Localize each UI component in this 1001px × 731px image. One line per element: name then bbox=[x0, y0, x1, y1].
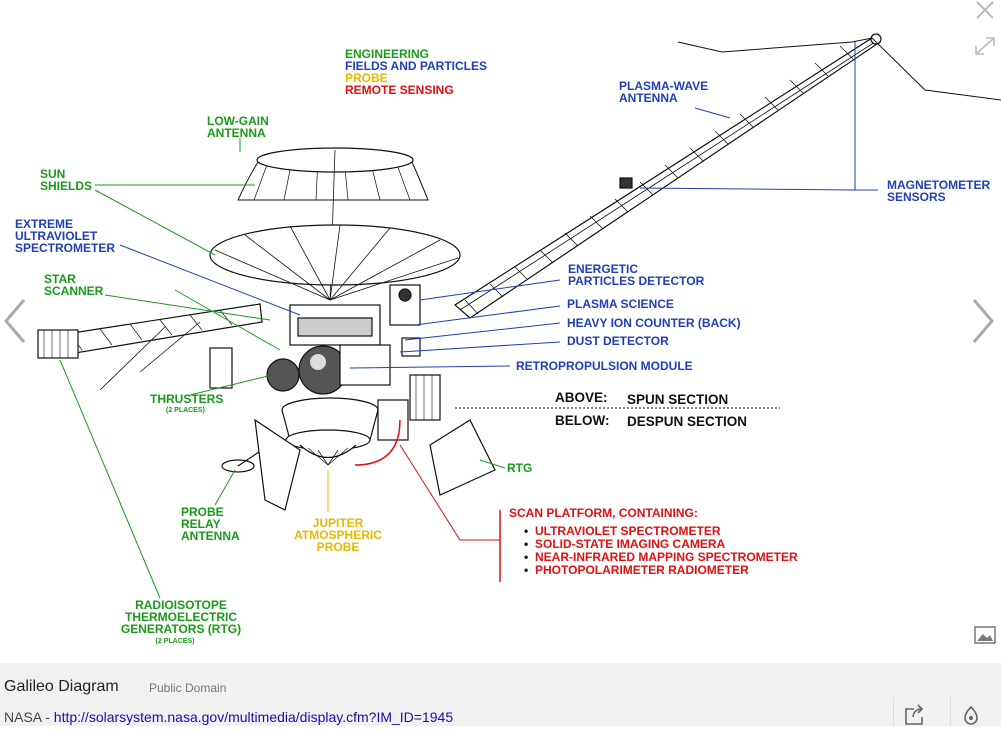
label-sun-shields-2: SHIELDS bbox=[40, 179, 92, 193]
label-scan-platform: SCAN PLATFORM, CONTAINING: bbox=[509, 506, 698, 520]
label-heavy-ion-counter: HEAVY ION COUNTER (BACK) bbox=[567, 316, 741, 330]
scan-bullet: • bbox=[524, 537, 528, 551]
label-magnetometer-2: SENSORS bbox=[887, 190, 946, 204]
label-star-scanner-1: STAR bbox=[44, 272, 76, 286]
label-low-gain-antenna-2: ANTENNA bbox=[207, 126, 266, 140]
label-thrusters-note: (2 PLACES) bbox=[166, 407, 205, 414]
scan-item: NEAR-INFRARED MAPPING SPECTROMETER bbox=[535, 550, 798, 564]
scan-bullet: • bbox=[524, 524, 528, 538]
scan-item: PHOTOPOLARIMETER RADIOMETER bbox=[535, 563, 749, 577]
label-euv-3: SPECTROMETER bbox=[15, 241, 115, 255]
scan-bullet: • bbox=[524, 550, 528, 564]
chevron-left-icon bbox=[4, 299, 26, 343]
scan-item: SOLID-STATE IMAGING CAMERA bbox=[535, 537, 726, 551]
view-image-button[interactable] bbox=[972, 624, 998, 646]
label-magnetometer-1: MAGNETOMETER bbox=[887, 178, 990, 192]
save-icon bbox=[964, 705, 978, 725]
leader-lines bbox=[59, 42, 878, 599]
diagram-labels: ENGINEERING FIELDS AND PARTICLES PROBE R… bbox=[15, 47, 990, 645]
scan-bullet: • bbox=[524, 563, 528, 577]
image-caption-panel: Galileo Diagram Public Domain NASA - htt… bbox=[0, 663, 1001, 726]
label-retropropulsion: RETROPROPULSION MODULE bbox=[516, 359, 693, 373]
label-sun-shields-1: SUN bbox=[40, 167, 65, 181]
label-plasma-wave-2: ANTENNA bbox=[619, 91, 678, 105]
label-rtg-note: (2 PLACES) bbox=[156, 638, 195, 645]
image-viewer: ENGINEERING FIELDS AND PARTICLES PROBE R… bbox=[0, 0, 1001, 646]
caption-source-link[interactable]: http://solarsystem.nasa.gov/multimedia/d… bbox=[53, 709, 454, 725]
label-probe-relay-3: ANTENNA bbox=[181, 529, 240, 543]
save-button[interactable] bbox=[950, 697, 991, 726]
galileo-diagram: ENGINEERING FIELDS AND PARTICLES PROBE R… bbox=[15, 33, 1001, 645]
label-dust-detector: DUST DETECTOR bbox=[567, 334, 669, 348]
label-above: ABOVE: bbox=[555, 390, 608, 405]
label-below: BELOW: bbox=[555, 413, 610, 428]
label-jupiter-probe-3: PROBE bbox=[317, 540, 360, 554]
legend-remote-sensing: REMOTE SENSING bbox=[345, 83, 454, 97]
close-icon bbox=[976, 1, 994, 19]
legend-engineering: ENGINEERING bbox=[345, 47, 429, 61]
label-low-gain-antenna-1: LOW-GAIN bbox=[207, 114, 269, 128]
label-probe-relay-1: PROBE bbox=[181, 505, 224, 519]
caption-source-prefix: NASA - bbox=[4, 709, 54, 725]
caption-title: Galileo Diagram bbox=[4, 678, 119, 695]
caption-license: Public Domain bbox=[149, 681, 227, 695]
share-icon bbox=[905, 704, 924, 725]
label-jupiter-probe-2: ATMOSPHERIC bbox=[294, 528, 382, 542]
scan-item: ULTRAVIOLET SPECTROMETER bbox=[535, 524, 721, 538]
label-plasma-wave-1: PLASMA-WAVE bbox=[619, 79, 708, 93]
expand-icon bbox=[975, 37, 995, 55]
label-despun-section: DESPUN SECTION bbox=[627, 414, 747, 429]
label-probe-relay-2: RELAY bbox=[181, 517, 221, 531]
share-button[interactable] bbox=[893, 697, 934, 726]
label-euv-2: ULTRAVIOLET bbox=[15, 229, 98, 243]
label-plasma-science: PLASMA SCIENCE bbox=[567, 297, 674, 311]
label-rtg: RTG bbox=[507, 461, 532, 475]
label-spun-section: SPUN SECTION bbox=[627, 392, 728, 407]
chevron-right-icon bbox=[972, 299, 994, 343]
previous-image-button[interactable] bbox=[0, 296, 30, 346]
legend-fields-particles: FIELDS AND PARTICLES bbox=[345, 59, 487, 73]
label-rtg-full-2: THERMOELECTRIC bbox=[125, 610, 237, 624]
label-euv-1: EXTREME bbox=[15, 217, 73, 231]
label-energetic-1: ENERGETIC bbox=[568, 262, 638, 276]
label-rtg-full-1: RADIOISOTOPE bbox=[135, 598, 227, 612]
legend-probe: PROBE bbox=[345, 71, 388, 85]
expand-button[interactable] bbox=[972, 34, 998, 58]
label-thrusters: THRUSTERS bbox=[150, 392, 223, 406]
label-energetic-2: PARTICLES DETECTOR bbox=[568, 274, 705, 288]
label-rtg-full-3: GENERATORS (RTG) bbox=[121, 622, 241, 636]
label-jupiter-probe-1: JUPITER bbox=[313, 516, 364, 530]
label-star-scanner-2: SCANNER bbox=[44, 284, 104, 298]
spacecraft-drawing bbox=[37, 33, 1001, 511]
close-button[interactable] bbox=[972, 0, 998, 22]
caption-source: NASA - http://solarsystem.nasa.gov/multi… bbox=[4, 709, 453, 725]
image-icon bbox=[974, 626, 996, 644]
next-image-button[interactable] bbox=[968, 296, 998, 346]
